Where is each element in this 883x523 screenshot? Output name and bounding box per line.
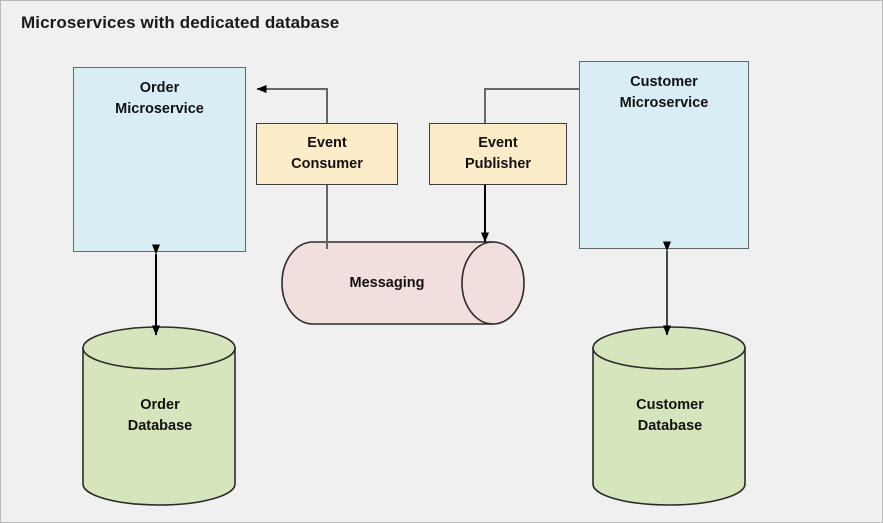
event-publisher-label-line2: Publisher <box>464 156 532 172</box>
node-messaging-shape[interactable] <box>281 241 543 326</box>
customer-microservice-label-line1: Customer <box>630 74 698 90</box>
connector-consumer-to-order-service <box>256 85 328 123</box>
customer-microservice-label-line2: Microservice <box>619 95 709 112</box>
node-event-publisher-label: Event Publisher <box>465 133 531 175</box>
connector-customer-service-to-publisher <box>484 88 579 123</box>
node-order-database-shape[interactable] <box>81 326 239 506</box>
order-microservice-label-line1: Order <box>139 80 180 96</box>
messaging-end-cap <box>461 241 494 325</box>
node-customer-microservice[interactable]: Customer Microservice <box>579 61 749 249</box>
node-event-consumer-label: Event Consumer <box>291 133 363 175</box>
node-event-consumer[interactable]: Event Consumer <box>256 123 398 185</box>
page-title: Microservices with dedicated database <box>21 13 340 32</box>
node-customer-microservice-label: Customer Microservice <box>620 72 709 114</box>
event-consumer-label-line1: Event <box>307 134 347 151</box>
node-event-publisher[interactable]: Event Publisher <box>429 123 567 185</box>
node-order-microservice[interactable]: Order Microservice <box>73 67 246 252</box>
order-microservice-label-line2: Microservice <box>115 101 204 118</box>
customer-database-body <box>592 347 746 506</box>
node-customer-database-shape[interactable] <box>591 326 749 506</box>
order-database-body <box>82 347 236 506</box>
event-consumer-label-line2: Consumer <box>291 156 363 172</box>
event-publisher-label-line1: Event <box>478 134 518 151</box>
node-order-microservice-label: Order Microservice <box>115 78 204 120</box>
